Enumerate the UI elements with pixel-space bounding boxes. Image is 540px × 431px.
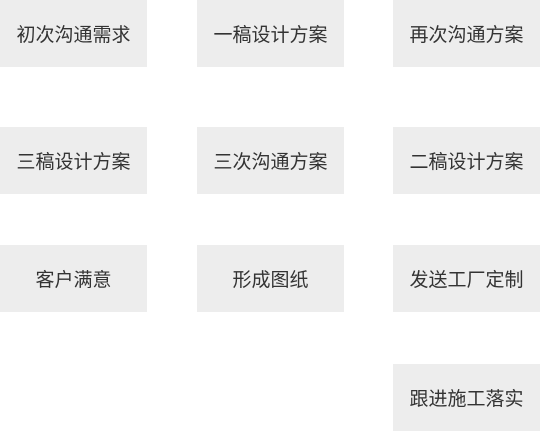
step-second-communication: 再次沟通方案 bbox=[393, 0, 540, 67]
step-first-draft-design: 一稿设计方案 bbox=[197, 0, 344, 67]
step-label: 发送工厂定制 bbox=[409, 269, 524, 291]
step-follow-up-construction: 跟进施工落实 bbox=[393, 364, 540, 431]
step-label: 一稿设计方案 bbox=[213, 24, 328, 46]
step-third-draft-design: 三稿设计方案 bbox=[0, 127, 147, 194]
step-third-communication: 三次沟通方案 bbox=[197, 127, 344, 194]
step-label: 跟进施工落实 bbox=[409, 388, 524, 410]
step-label: 初次沟通需求 bbox=[16, 24, 131, 46]
step-produce-drawings: 形成图纸 bbox=[197, 245, 344, 312]
step-initial-requirements: 初次沟通需求 bbox=[0, 0, 147, 67]
step-client-satisfied: 客户满意 bbox=[0, 245, 147, 312]
step-label: 三次沟通方案 bbox=[213, 151, 328, 173]
step-second-draft-design: 二稿设计方案 bbox=[393, 127, 540, 194]
step-label: 再次沟通方案 bbox=[409, 24, 524, 46]
step-send-to-factory: 发送工厂定制 bbox=[393, 245, 540, 312]
step-label: 客户满意 bbox=[35, 269, 112, 291]
step-label: 二稿设计方案 bbox=[409, 151, 524, 173]
step-label: 形成图纸 bbox=[232, 269, 309, 291]
step-label: 三稿设计方案 bbox=[16, 151, 131, 173]
